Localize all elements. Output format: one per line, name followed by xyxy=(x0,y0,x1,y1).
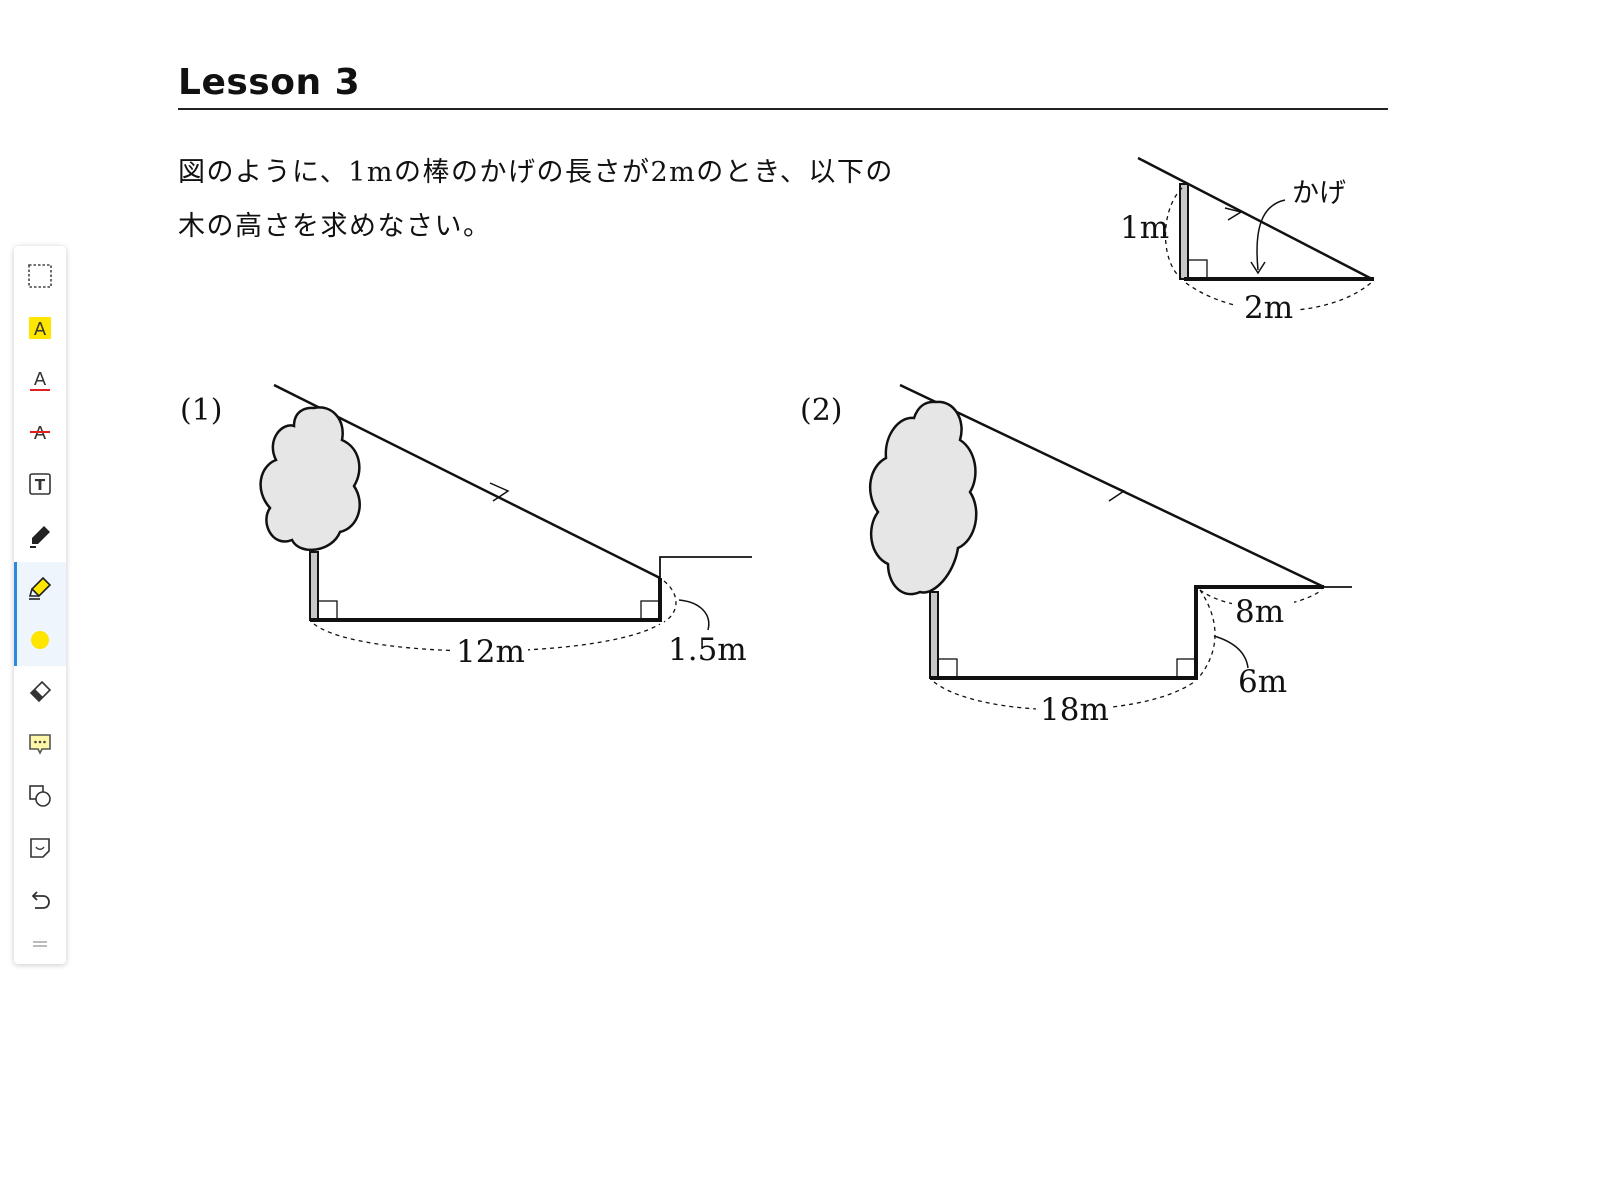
highlight-text-tool-button[interactable]: A xyxy=(14,302,66,354)
highlight-text-icon: A xyxy=(29,317,51,340)
problem-1-ground-label: 12m xyxy=(456,634,525,670)
undo-button[interactable] xyxy=(14,874,66,926)
tree-1-crown xyxy=(259,406,361,552)
svg-text:A: A xyxy=(34,369,47,390)
svg-text:T: T xyxy=(35,476,46,494)
underline-text-icon: A xyxy=(30,369,50,391)
title-divider xyxy=(178,108,1388,110)
page-title: Lesson 3 xyxy=(178,62,361,103)
problem-2-number: (2) xyxy=(800,393,843,428)
question-line-2: 木の高さを求めなさい。 xyxy=(178,211,492,242)
problem-2-top-label: 8m xyxy=(1235,594,1284,630)
comment-tool-button[interactable] xyxy=(14,718,66,770)
problem-1-number: (1) xyxy=(180,393,223,428)
problem-1-step-label: 1.5m xyxy=(668,632,747,668)
example-kage-label: かげ xyxy=(1292,178,1346,209)
eraser-icon xyxy=(29,680,52,703)
example-diagram: 1m 2m かげ xyxy=(1120,156,1374,326)
strikethrough-text-icon: A xyxy=(30,423,50,444)
tree-2-crown xyxy=(869,400,978,596)
toolbar-drag-handle[interactable] xyxy=(14,932,66,956)
underline-text-tool-button[interactable]: A xyxy=(14,354,66,406)
problem-2-ground-label: 18m xyxy=(1040,692,1109,728)
problem-2-diagram: (2) 8m 6m 18m xyxy=(800,383,1352,728)
strikethrough-text-tool-button[interactable]: A xyxy=(14,406,66,458)
question-line-1: 図のように、1mの棒のかげの長さが2mのとき、以下の xyxy=(178,157,894,188)
highlighter-icon xyxy=(28,576,52,600)
undo-icon xyxy=(31,891,50,909)
color-dot-icon xyxy=(31,631,49,649)
pen-icon xyxy=(30,526,50,548)
eraser-tool-button[interactable] xyxy=(14,666,66,718)
tree-2-trunk xyxy=(929,591,939,679)
selection-tool-button[interactable] xyxy=(14,250,66,302)
selection-icon xyxy=(28,264,52,288)
svg-text:A: A xyxy=(34,423,47,444)
problem-1-diagram: (1) 12m 1.5m xyxy=(180,383,752,670)
example-shadow-label: 2m xyxy=(1244,290,1293,326)
pen-tool-button[interactable] xyxy=(14,510,66,562)
shapes-icon xyxy=(29,785,51,807)
text-box-tool-button[interactable]: T xyxy=(14,458,66,510)
comment-icon xyxy=(29,734,51,755)
example-pole xyxy=(1179,183,1189,280)
tree-1-trunk xyxy=(309,551,319,621)
shapes-tool-button[interactable] xyxy=(14,770,66,822)
sticky-note-icon xyxy=(30,838,50,858)
question-text: 図のように、1mの棒のかげの長さが2mのとき、以下の 木の高さを求めなさい。 xyxy=(178,146,998,254)
svg-text:A: A xyxy=(34,319,47,340)
drag-handle-icon xyxy=(33,941,47,947)
text-box-icon: T xyxy=(29,473,51,495)
example-pole-label: 1m xyxy=(1120,210,1169,246)
problem-2-wall-label: 6m xyxy=(1238,664,1287,700)
sticky-note-tool-button[interactable] xyxy=(14,822,66,874)
annotation-toolbar: A A A T xyxy=(14,246,66,964)
pen-color-button[interactable] xyxy=(14,614,66,666)
highlighter-tool-button[interactable] xyxy=(14,562,66,614)
